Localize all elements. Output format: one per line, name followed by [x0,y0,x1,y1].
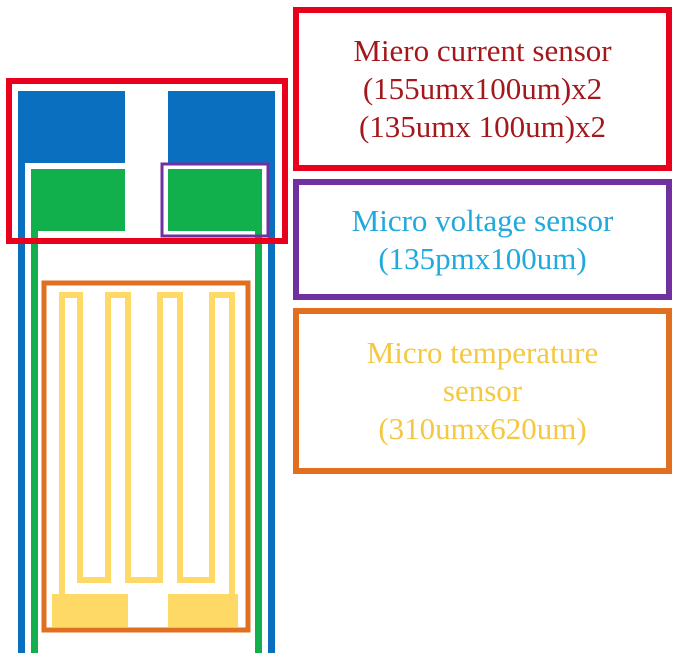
voltage-sensor-region-outline [160,162,270,238]
temperature-sensor-region-outline [41,280,251,633]
current-sensor-region-outline [6,78,288,244]
temperature-sensor-label-line1: Micro temperature [366,335,599,370]
temperature-sensor-label-line2: sensor [442,373,523,408]
current-sensor-label-line3: (135umx 100um)x2 [358,109,607,144]
voltage-sensor-label-box: Micro voltage sensor (135pmx100um) [293,179,672,300]
voltage-sensor-lead-left [31,231,38,653]
current-sensor-label-box: Miero current sensor (155umx100um)x2 (13… [293,7,672,171]
voltage-sensor-label-line2: (135pmx100um) [378,240,587,276]
current-sensor-pad-right [168,91,275,163]
voltage-sensor-pad-left [31,169,125,231]
current-sensor-pad-left [18,91,125,163]
current-sensor-lead-right [268,163,275,653]
temperature-sensor-label-line3: (310umx620um) [378,411,587,446]
temperature-sensor-serpentine-trace [59,292,235,600]
current-sensor-label-line2: (155umx100um)x2 [362,71,603,106]
current-sensor-lead-left [18,163,25,653]
temperature-sensor-label-box: Micro temperature sensor (310umx620um) [293,308,672,474]
voltage-sensor-pad-right [168,169,262,231]
voltage-sensor-label-line1: Micro voltage sensor [351,202,614,238]
voltage-sensor-lead-right [255,231,262,653]
current-sensor-label-line1: Miero current sensor [353,33,612,68]
temperature-sensor-pad-right [168,594,238,627]
